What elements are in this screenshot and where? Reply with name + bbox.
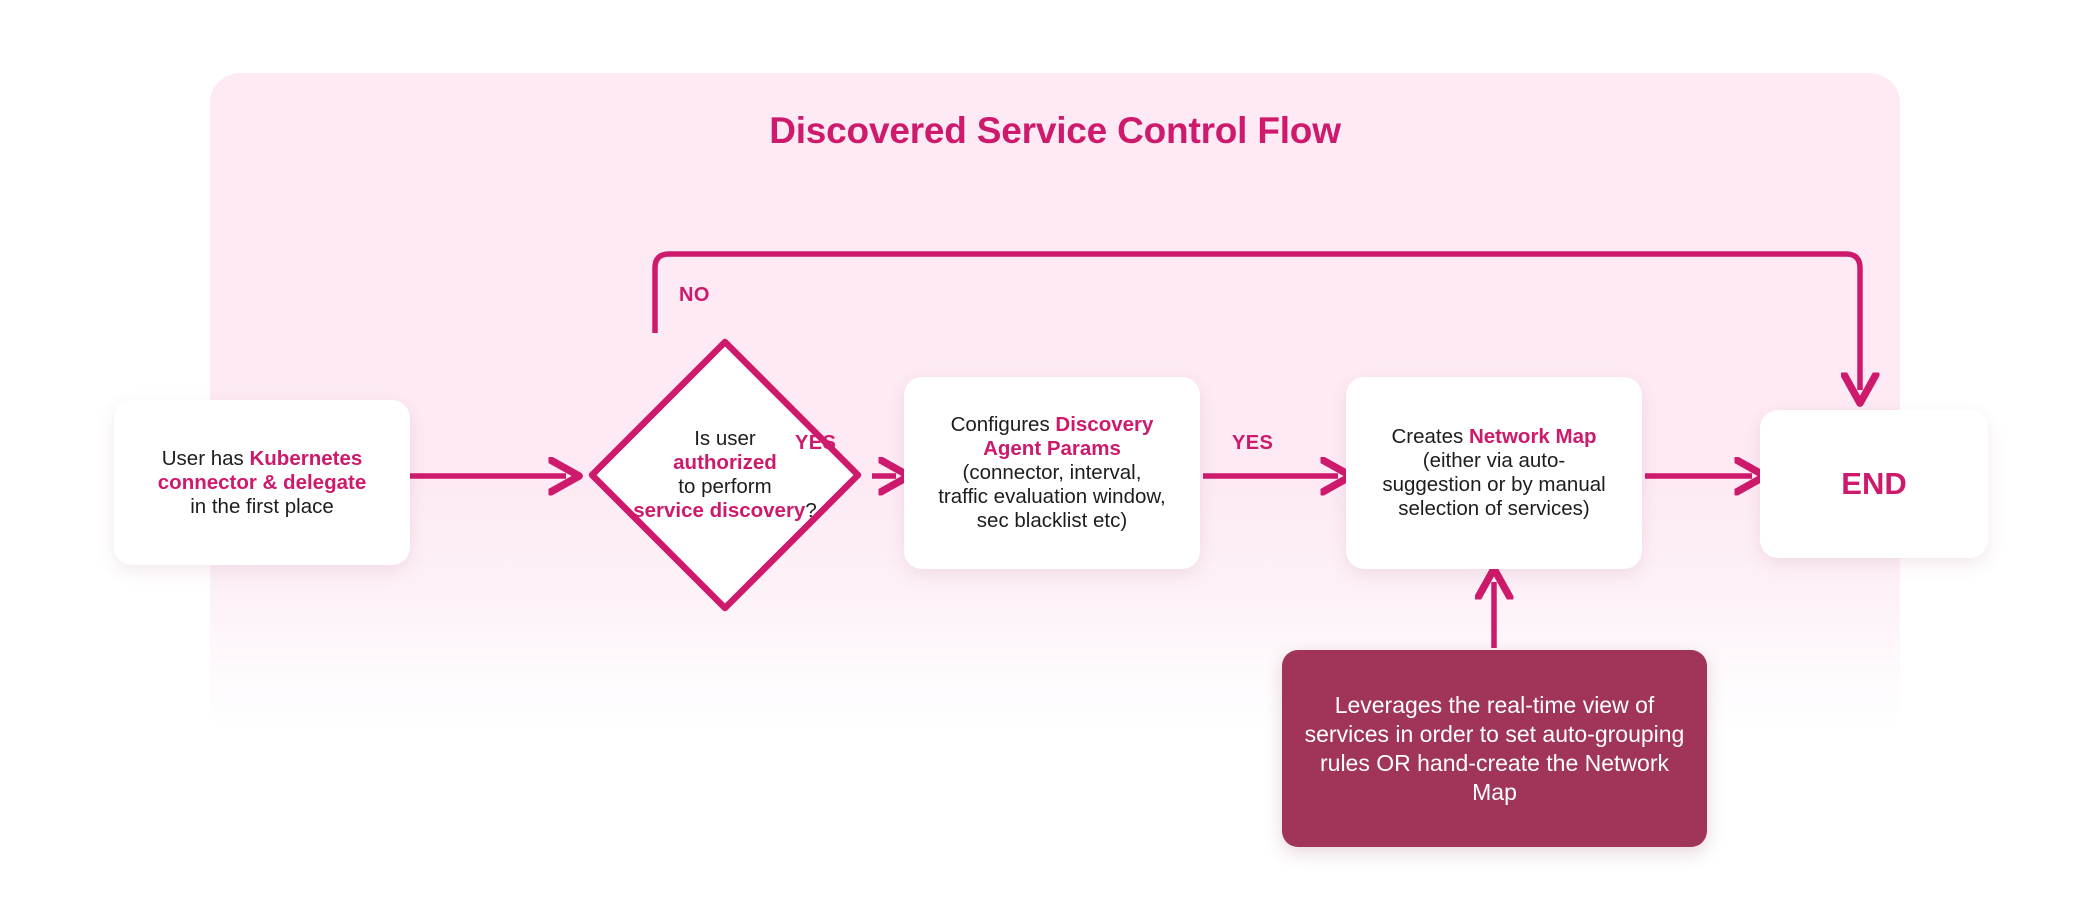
edge-label-no: NO xyxy=(679,284,710,306)
edge-label-yes-2: YES xyxy=(1232,432,1274,454)
diamond-shape xyxy=(588,338,862,612)
node-end[interactable]: END xyxy=(1760,410,1988,558)
node-decision[interactable]: Is user authorized to perform service di… xyxy=(580,330,870,620)
edge-label-yes-1: YES xyxy=(795,432,837,454)
node-create-network-map[interactable]: Creates Network Map(either via auto-sugg… xyxy=(1346,377,1642,569)
node-note-leverages[interactable]: Leverages the real-time view of services… xyxy=(1282,650,1707,847)
node-note-label: Leverages the real-time view of services… xyxy=(1304,691,1685,805)
node-decision-label: Is user authorized to perform service di… xyxy=(633,427,817,522)
page-title: Discovered Service Control Flow xyxy=(769,110,1341,151)
node-create-network-map-label: Creates Network Map(either via auto-sugg… xyxy=(1382,425,1606,520)
node-end-label: END xyxy=(1841,466,1907,501)
